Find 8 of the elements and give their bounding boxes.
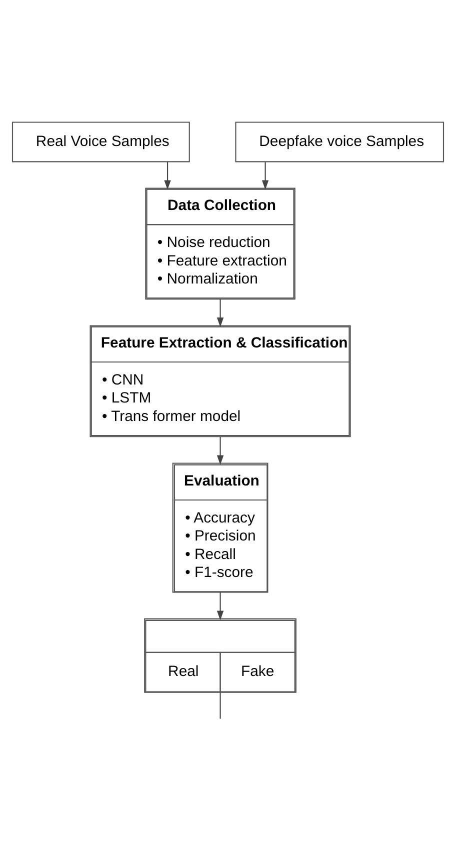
- arrow: [262, 162, 269, 190]
- arrow: [216, 437, 224, 465]
- connector: [220, 692, 221, 719]
- arrow: [164, 162, 171, 190]
- node-box: Real Voice Samples: [12, 122, 190, 162]
- node-box: Deepfake voice Samples: [235, 122, 444, 162]
- arrow: [216, 299, 224, 328]
- arrow: [216, 592, 224, 620]
